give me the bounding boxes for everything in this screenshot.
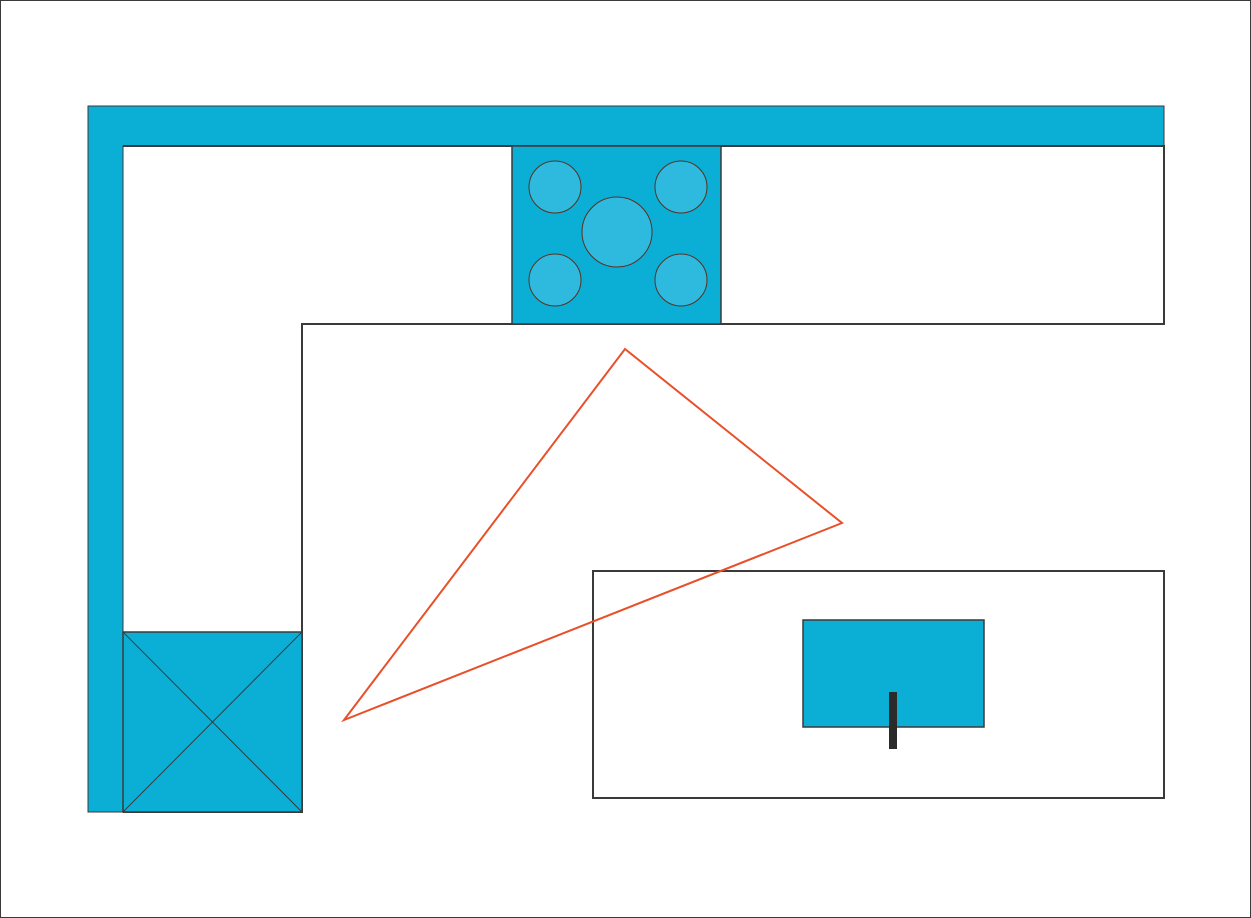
faucet	[889, 692, 897, 749]
burner-bottom-right	[654, 253, 708, 307]
work-triangle	[341, 347, 844, 723]
refrigerator-diagonal-2	[122, 631, 303, 813]
burner-top-left	[528, 160, 582, 214]
burner-bottom-left	[528, 253, 582, 307]
burner-center	[581, 196, 653, 268]
burner-top-right	[654, 160, 708, 214]
kitchen-island	[592, 570, 1165, 799]
refrigerator	[122, 631, 303, 813]
cooktop	[511, 145, 722, 325]
